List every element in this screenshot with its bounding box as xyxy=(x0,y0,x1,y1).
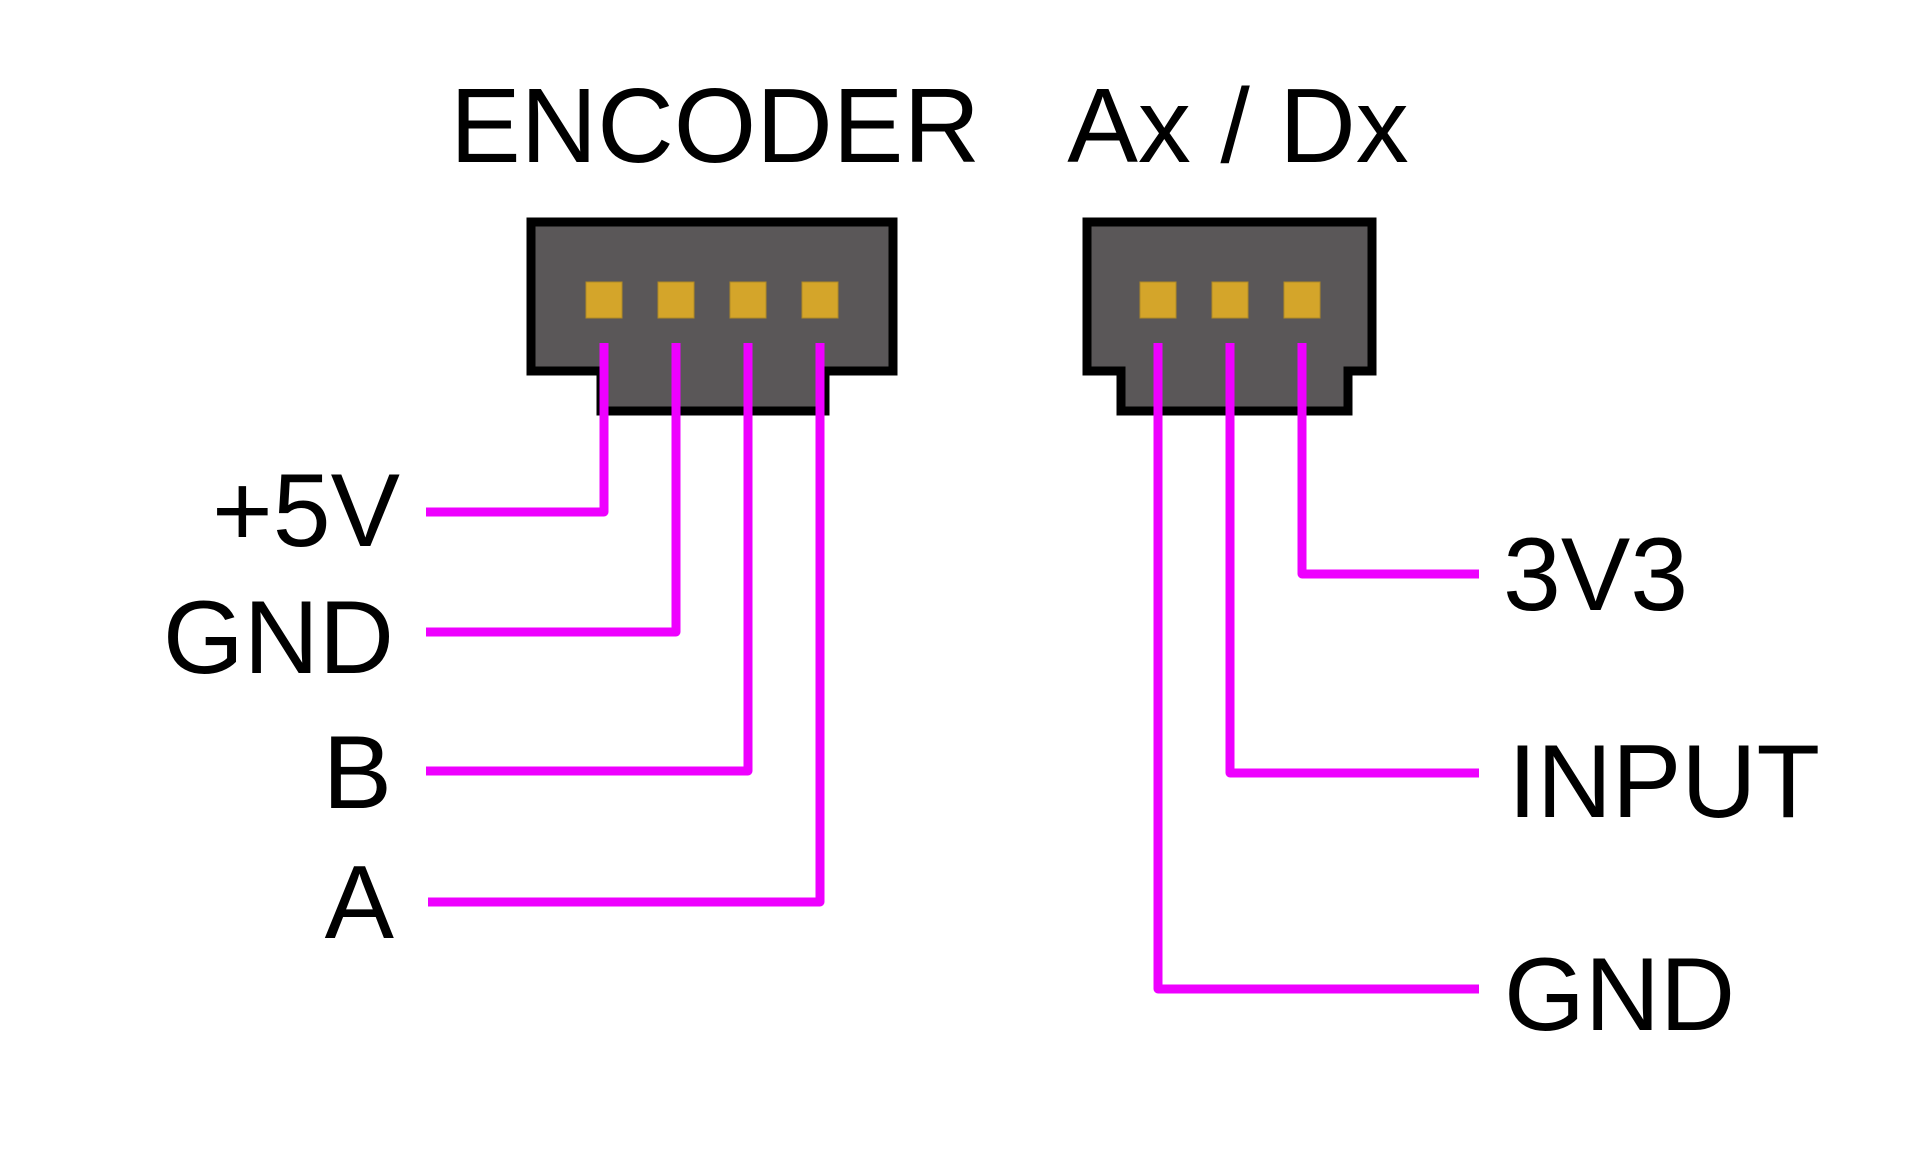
encoder-label-b: B xyxy=(323,715,392,831)
axdx-pin-3 xyxy=(1283,281,1321,319)
encoder-title: ENCODER xyxy=(450,67,980,185)
encoder-label-a: A xyxy=(325,845,395,961)
encoder-pin-4 xyxy=(801,281,839,319)
wire-encoder-gnd xyxy=(426,343,681,637)
encoder-label-5v: +5V xyxy=(212,453,400,569)
axdx-label-3v3: 3V3 xyxy=(1503,517,1688,633)
wire-encoder-b xyxy=(426,343,753,776)
axdx-pin-2 xyxy=(1211,281,1249,319)
encoder-housing xyxy=(526,217,898,416)
wire-encoder-5v xyxy=(426,343,609,517)
axdx-label-gnd: GND xyxy=(1504,937,1735,1053)
axdx-connector: Ax / Dx GND INPUT 3V3 xyxy=(1067,67,1820,1053)
wire-axdx-input xyxy=(1225,343,1479,778)
encoder-pin-3 xyxy=(729,281,767,319)
wire-axdx-3v3 xyxy=(1297,343,1479,579)
encoder-pin-2 xyxy=(657,281,695,319)
wire-encoder-a xyxy=(428,343,825,907)
wire-axdx-gnd xyxy=(1153,343,1479,994)
axdx-label-input: INPUT xyxy=(1508,724,1820,840)
encoder-pin-1 xyxy=(585,281,623,319)
encoder-label-gnd: GND xyxy=(163,580,394,696)
axdx-pin-1 xyxy=(1139,281,1177,319)
encoder-connector: ENCODER +5V GND B A xyxy=(163,67,980,961)
axdx-title: Ax / Dx xyxy=(1067,67,1409,185)
